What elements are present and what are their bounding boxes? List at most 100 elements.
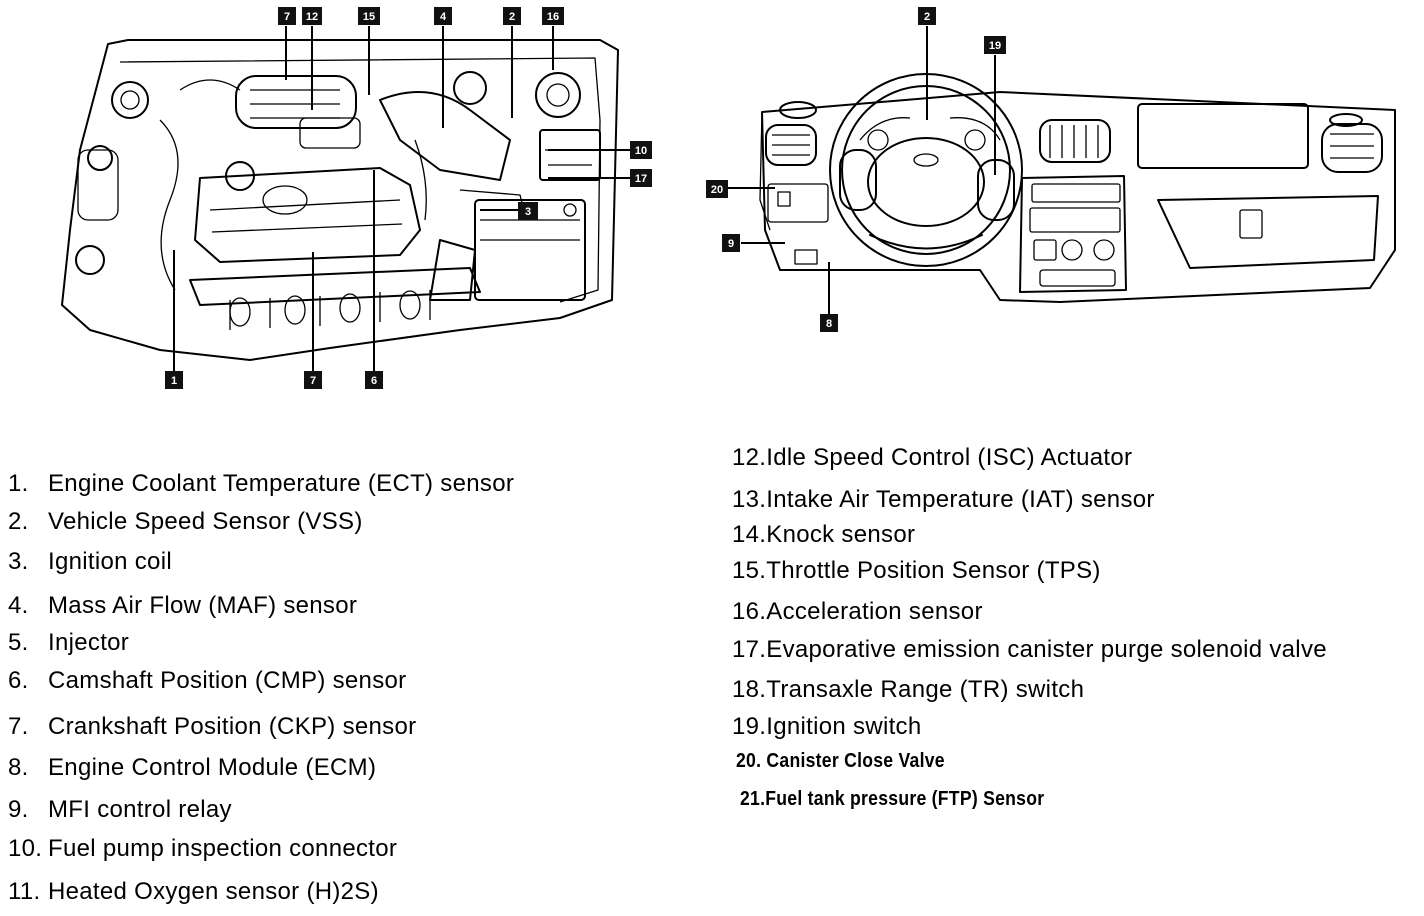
legend-bold-item: 21.Fuel tank pressure (FTP) Sensor xyxy=(740,788,1044,811)
callout-10: 10 xyxy=(630,141,652,159)
callout-label: 2 xyxy=(924,11,930,23)
legend-text: Idle Speed Control (ISC) Actuator xyxy=(766,444,1133,471)
legend-item: 2. Vehicle Speed Sensor (VSS) xyxy=(8,508,363,536)
legend-num: 14. xyxy=(732,521,767,548)
callout-8: 8 xyxy=(820,314,838,332)
callout-6: 6 xyxy=(365,371,383,389)
callout-9: 9 xyxy=(722,234,740,252)
legend-item: 1. Engine Coolant Temperature (ECT) senso… xyxy=(8,470,514,498)
legend-bold-item: 20. Canister Close Valve xyxy=(736,750,945,773)
legend-text: Camshaft Position (CMP) sensor xyxy=(48,667,407,694)
callout-15: 15 xyxy=(358,7,380,25)
legend-text: Heated Oxygen sensor (H)2S) xyxy=(48,878,379,905)
legend-text: Ignition coil xyxy=(48,548,172,575)
legend-text: Injector xyxy=(48,629,130,656)
dashboard-illustration xyxy=(759,73,1396,303)
legend-item: 5. Injector xyxy=(8,629,129,657)
legend-num: 17. xyxy=(732,636,767,663)
legend-item: 12.Idle Speed Control (ISC) Actuator xyxy=(732,444,1132,472)
callout-label: 2 xyxy=(509,11,515,23)
legend-item: 15.Throttle Position Sensor (TPS) xyxy=(732,557,1101,585)
callout-2-dash: 2 xyxy=(918,7,936,25)
legend-num: 11. xyxy=(8,878,41,905)
callout-label: 12 xyxy=(306,11,318,23)
legend-text: Evaporative emission canister purge sole… xyxy=(766,636,1327,663)
legend-text: Fuel tank pressure (FTP) Sensor xyxy=(765,788,1045,810)
legend-num: 5. xyxy=(8,629,29,656)
callout-17: 17 xyxy=(630,169,652,187)
legend-item: 11. Heated Oxygen sensor (H)2S) xyxy=(8,878,379,906)
legend-text: Vehicle Speed Sensor (VSS) xyxy=(48,508,363,535)
callout-label: 19 xyxy=(989,40,1001,52)
callout-label: 16 xyxy=(547,11,559,23)
legend-text: Intake Air Temperature (IAT) sensor xyxy=(766,486,1155,513)
callout-label: 9 xyxy=(728,238,734,250)
callout-7-top: 7 xyxy=(278,7,296,25)
callout-1: 1 xyxy=(165,371,183,389)
legend-text: Fuel pump inspection connector xyxy=(48,835,398,862)
callout-20: 20 xyxy=(706,180,728,198)
legend-text: Engine Coolant Temperature (ECT) sensor xyxy=(48,470,515,497)
legend-text: Crankshaft Position (CKP) sensor xyxy=(48,713,417,740)
legend-num: 20. xyxy=(736,750,767,772)
legend-item: 18.Transaxle Range (TR) switch xyxy=(732,676,1084,704)
legend-num: 9. xyxy=(8,796,29,823)
legend-num: 6. xyxy=(8,667,29,694)
callout-3: 3 xyxy=(518,202,538,220)
legend-num: 12. xyxy=(732,444,767,471)
legend-num: 13. xyxy=(732,486,767,513)
legend-item: 3. Ignition coil xyxy=(8,548,172,576)
legend-num: 18. xyxy=(732,676,767,703)
legend-item: 9. MFI control relay xyxy=(8,796,232,824)
legend-text: Transaxle Range (TR) switch xyxy=(766,676,1085,703)
legend-text: Throttle Position Sensor (TPS) xyxy=(766,557,1101,584)
callout-label: 3 xyxy=(525,206,531,218)
callout-label: 1 xyxy=(171,375,177,387)
callout-label: 17 xyxy=(635,173,647,185)
legend-item: 4.Mass Air Flow (MAF) sensor xyxy=(8,592,357,620)
callout-label: 8 xyxy=(826,318,832,330)
legend-num: 8. xyxy=(8,754,29,781)
engine-leader-lines xyxy=(173,26,632,372)
legend-item: 14.Knock sensor xyxy=(732,521,915,549)
callout-label: 20 xyxy=(711,184,723,196)
legend-num: 1. xyxy=(8,470,29,497)
legend-num: 19. xyxy=(732,713,767,740)
engine-callouts: 7 12 15 4 2 16 10 17 3 1 7 6 xyxy=(165,7,652,389)
legend-num: 3. xyxy=(8,548,29,575)
legend-text: Engine Control Module (ECM) xyxy=(48,754,377,781)
engine-bay-illustration xyxy=(61,39,619,361)
legend-num: 21. xyxy=(740,788,766,810)
callout-label: 7 xyxy=(310,375,316,387)
callout-label: 15 xyxy=(363,11,375,23)
callout-label: 6 xyxy=(371,375,377,387)
legend-text: Ignition switch xyxy=(766,713,922,740)
legend-text: MFI control relay xyxy=(48,796,232,823)
dashboard-callouts: 2 19 20 9 8 xyxy=(706,7,1006,332)
callout-label: 10 xyxy=(635,145,647,157)
callout-2-engine: 2 xyxy=(503,7,521,25)
legend-num: 10. xyxy=(8,835,43,862)
legend-item: 10.Fuel pump inspection connector xyxy=(8,835,397,863)
callout-label: 4 xyxy=(440,11,447,23)
legend-item: 6. Camshaft Position (CMP) sensor xyxy=(8,667,406,695)
legend-item: 7. Crankshaft Position (CKP) sensor xyxy=(8,713,416,741)
legend-num: 2. xyxy=(8,508,29,535)
callout-12: 12 xyxy=(302,7,322,25)
legend-text: Canister Close Valve xyxy=(766,750,945,772)
legend-item: 8. Engine Control Module (ECM) xyxy=(8,754,376,782)
legend-item: 13.Intake Air Temperature (IAT) sensor xyxy=(732,486,1155,514)
callout-4: 4 xyxy=(434,7,452,25)
callout-19: 19 xyxy=(984,36,1006,54)
legend-item: 17.Evaporative emission canister purge s… xyxy=(732,636,1327,664)
legend-num: 7. xyxy=(8,713,29,740)
callout-7-bottom: 7 xyxy=(304,371,322,389)
legend-num: 15. xyxy=(732,557,767,584)
legend-text: Acceleration sensor xyxy=(766,598,983,625)
callout-16: 16 xyxy=(542,7,564,25)
legend-item: 16.Acceleration sensor xyxy=(732,598,983,626)
callout-label: 7 xyxy=(284,11,290,23)
legend-num: 4. xyxy=(8,592,29,619)
dashboard-leader-lines xyxy=(728,26,996,315)
